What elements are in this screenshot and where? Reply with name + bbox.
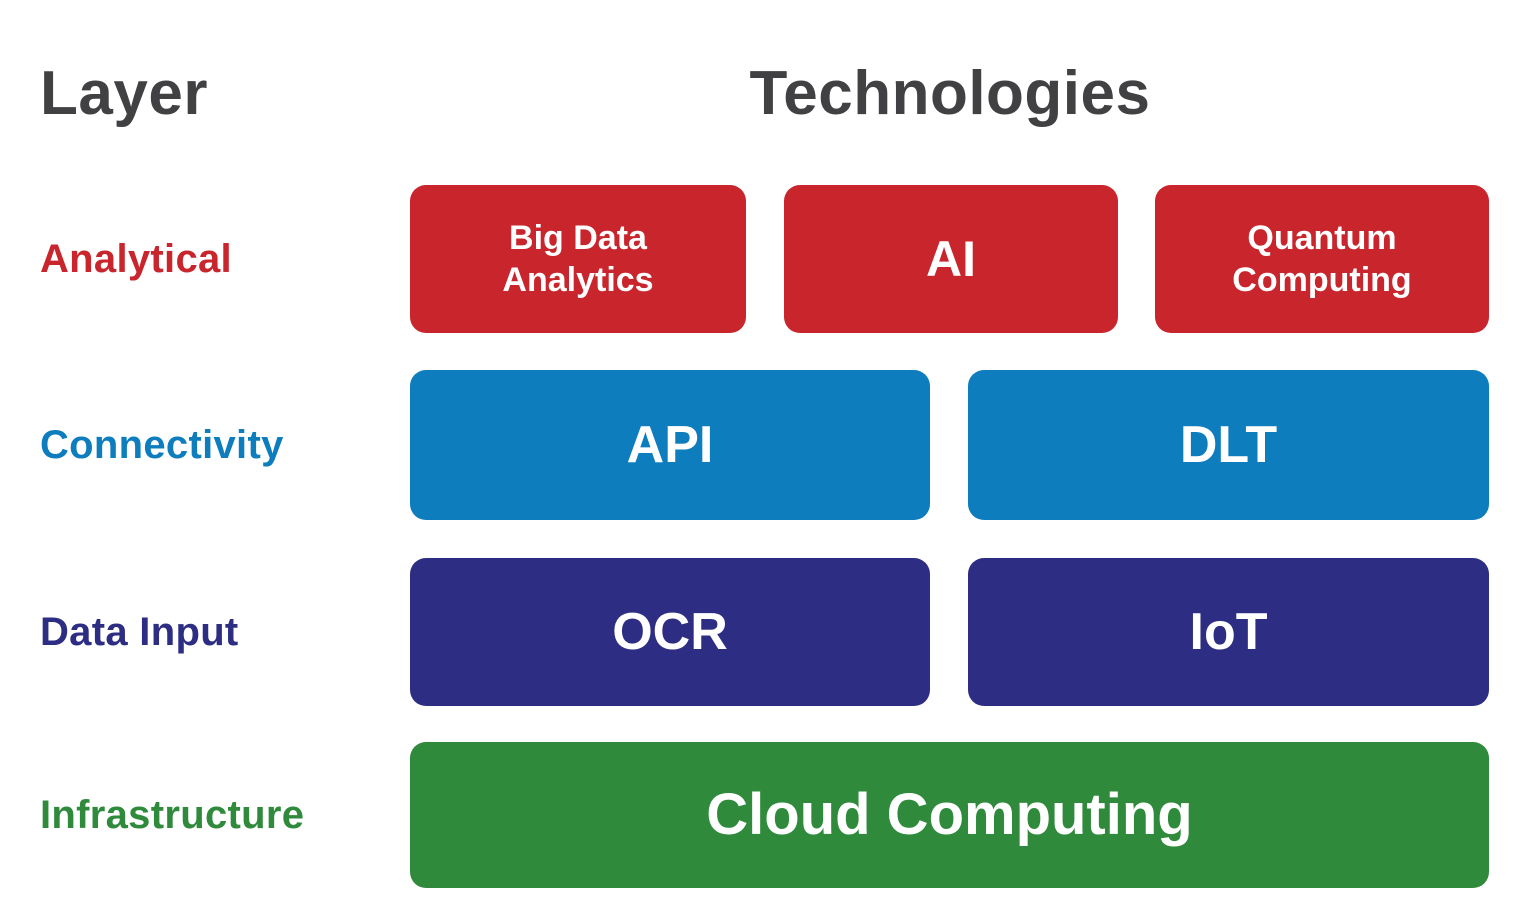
row-label-analytical: Analytical <box>40 236 232 281</box>
technologies-column-heading: Technologies <box>749 59 1151 128</box>
tech-box-iot: IoT <box>968 558 1489 706</box>
tech-box-cloud-computing: Cloud Computing <box>410 742 1489 888</box>
row-label-connectivity: Connectivity <box>40 422 284 467</box>
tech-box-big-data-analytics: Big Data Analytics <box>410 185 746 333</box>
tech-box-quantum-computing: Quantum Computing <box>1155 185 1489 333</box>
layer-column-heading: Layer <box>40 59 208 128</box>
tech-box-ai: AI <box>784 185 1118 333</box>
tech-box-api: API <box>410 370 930 520</box>
tech-box-ocr: OCR <box>410 558 930 706</box>
row-label-infrastructure: Infrastructure <box>40 792 305 837</box>
row-label-data-input: Data Input <box>40 609 239 654</box>
tech-box-dlt: DLT <box>968 370 1489 520</box>
